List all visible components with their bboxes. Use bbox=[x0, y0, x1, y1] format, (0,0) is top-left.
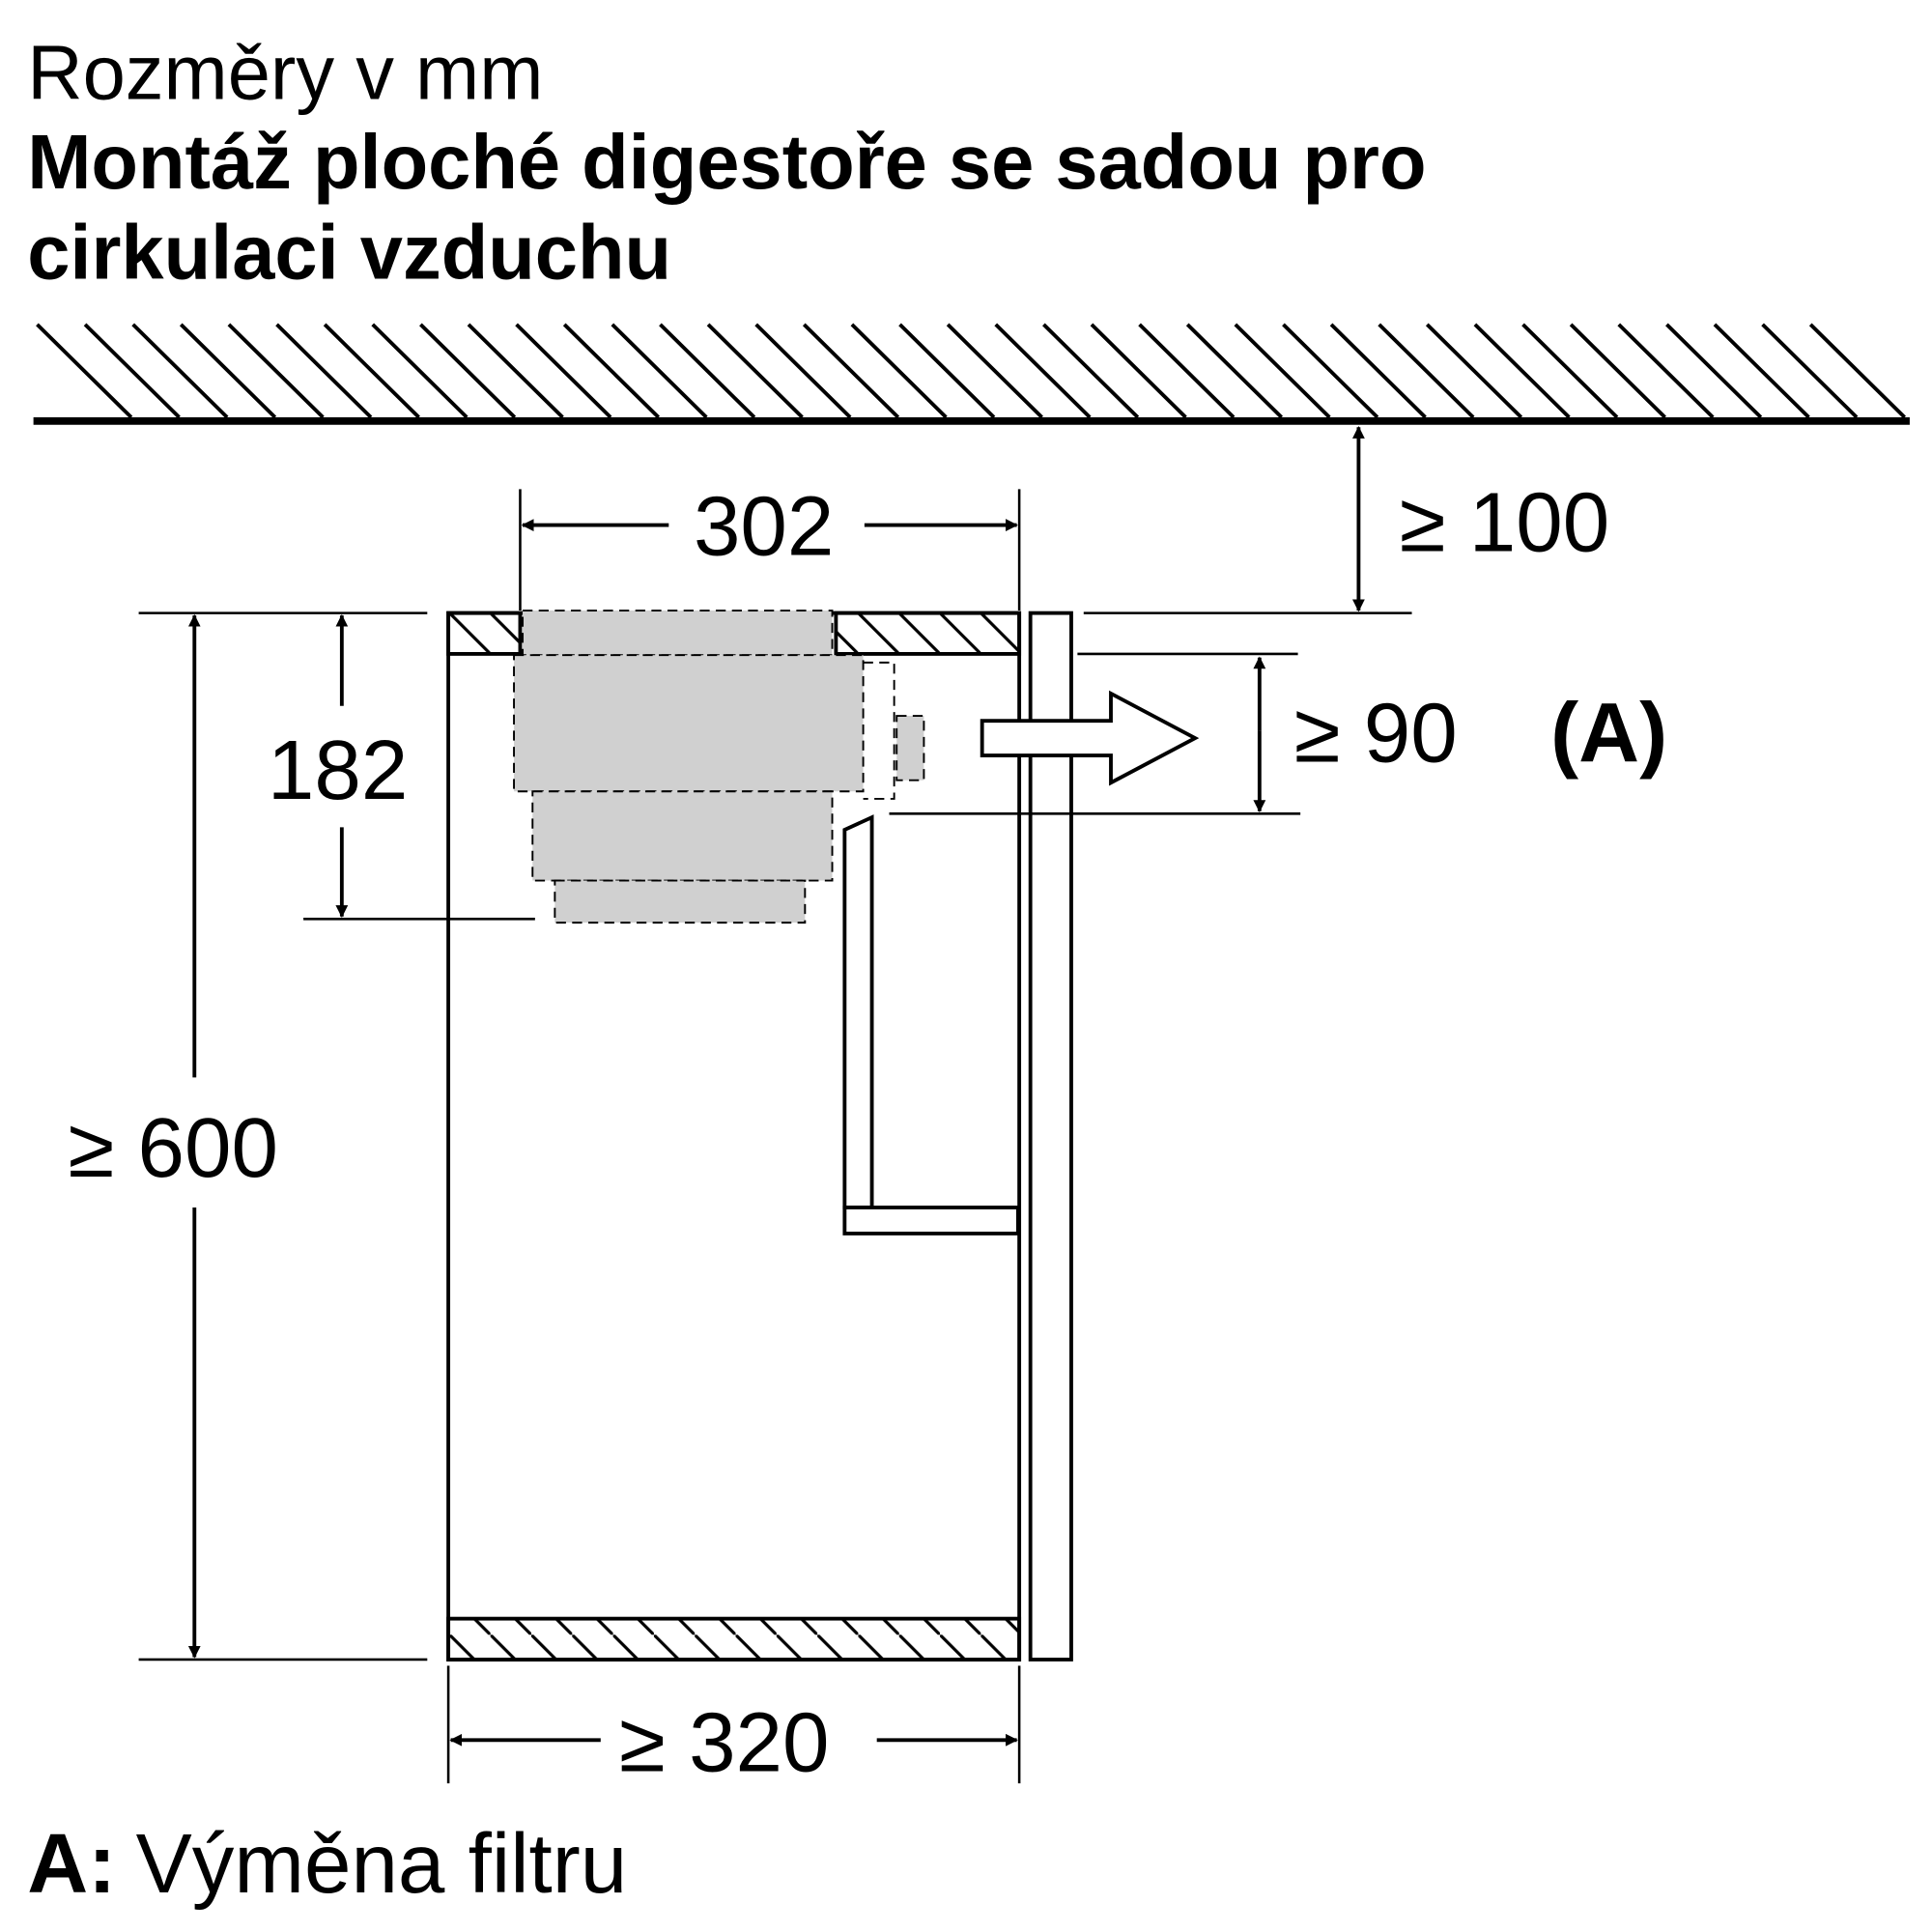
ceiling-hatch-line bbox=[1617, 323, 1715, 419]
ceiling-hatch-line bbox=[1138, 323, 1236, 419]
ceiling-hatch-line bbox=[323, 323, 420, 419]
ceiling-hatch-line bbox=[1042, 323, 1140, 419]
ceiling-hatch-line bbox=[1282, 323, 1379, 419]
ceiling-hatch-line bbox=[850, 323, 948, 419]
dim-width-bottom: ≥ 320 bbox=[619, 1695, 829, 1789]
ceiling-hatch-line bbox=[1329, 323, 1427, 419]
ceiling-hatch-line bbox=[754, 323, 852, 419]
cabinet-door bbox=[1028, 611, 1073, 1662]
ceiling-hatch-line bbox=[419, 323, 517, 419]
ceiling-hatch-line bbox=[1378, 323, 1475, 419]
ceiling-hatch-line bbox=[659, 323, 756, 419]
ceiling-hatch-line bbox=[515, 323, 612, 419]
ceiling-hatch-line bbox=[611, 323, 708, 419]
ceiling-hatch-line bbox=[83, 323, 181, 419]
ceiling-hatch-line bbox=[36, 323, 133, 419]
ceiling-hatch-line bbox=[1090, 323, 1187, 419]
ceiling-hatch-line bbox=[994, 323, 1092, 419]
ceiling-hatch-line bbox=[1808, 323, 1907, 419]
ceiling bbox=[33, 323, 1910, 425]
dim-width-top: 302 bbox=[694, 479, 834, 573]
ceiling-hatch-line bbox=[706, 323, 804, 419]
ceiling-hatch-line bbox=[898, 323, 996, 419]
dimension-lines bbox=[138, 426, 1412, 1784]
ceiling-hatch-line bbox=[1234, 323, 1331, 419]
hood bbox=[513, 610, 925, 924]
ceiling-hatch-line bbox=[1665, 323, 1763, 419]
subtitle: Rozměry v mm bbox=[27, 30, 543, 116]
ceiling-hatch-line bbox=[275, 323, 373, 419]
ceiling-hatch-line bbox=[562, 323, 661, 419]
dim-filter-gap: ≥ 90 bbox=[1294, 686, 1458, 780]
dim-height: ≥ 600 bbox=[69, 1101, 278, 1195]
title-line-2: cirkulaci vzduchu bbox=[27, 209, 671, 295]
ceiling-hatch-line bbox=[802, 323, 900, 419]
ceiling-hatch-line bbox=[1521, 323, 1619, 419]
ceiling-hatch-line bbox=[946, 323, 1043, 419]
ceiling-hatch-line bbox=[1569, 323, 1666, 419]
ceiling-hatch-line bbox=[1713, 323, 1810, 419]
ceiling-hatch-line bbox=[131, 323, 229, 419]
legend: A:Výměna filtru bbox=[27, 1817, 627, 1911]
legend-text: Výměna filtru bbox=[136, 1817, 628, 1911]
cabinet bbox=[446, 611, 1073, 1662]
ceiling-hatch-line bbox=[467, 323, 564, 419]
airflow-arrow bbox=[980, 690, 1200, 786]
filter-marker: (A) bbox=[1550, 686, 1667, 780]
ceiling-hatch-line bbox=[1473, 323, 1571, 419]
ceiling-hatch-line bbox=[179, 323, 277, 419]
filter-tray bbox=[842, 814, 1020, 1236]
ceiling-hatch-line bbox=[1425, 323, 1523, 419]
dim-depth: 182 bbox=[268, 724, 408, 817]
title-line-1: Montáž ploché digestoře se sadou pro bbox=[27, 119, 1426, 205]
ceiling-hatch-line bbox=[371, 323, 469, 419]
legend-key: A: bbox=[27, 1817, 116, 1911]
ceiling-hatch-line bbox=[1761, 323, 1859, 419]
ceiling-hatch-line bbox=[1185, 323, 1284, 419]
dim-ceiling-gap: ≥ 100 bbox=[1400, 476, 1609, 570]
ceiling-hatch-line bbox=[227, 323, 325, 419]
